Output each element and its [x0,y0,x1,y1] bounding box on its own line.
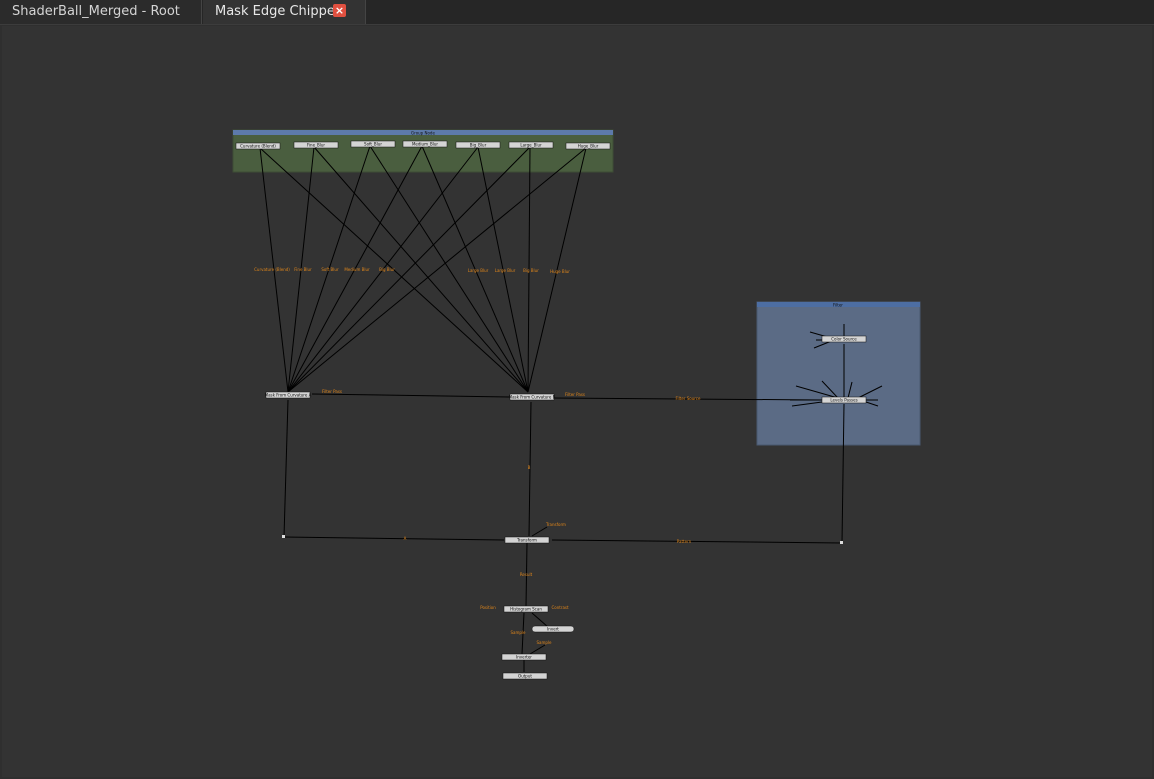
wire-label: Large Blur [468,268,489,273]
node-label: Output [518,674,532,679]
node-curvature-blend[interactable]: Curvature (Blend) [235,142,281,150]
node-label: Medium_Blur [412,142,438,147]
node-label: Color Source [831,337,857,342]
wire-label-mask-b: Filter Pass [565,392,585,397]
node-inverter[interactable]: Inverter [501,653,547,661]
node-label: Fine_Blur [307,143,326,148]
reroute-dot-left[interactable] [282,535,285,538]
node-label: Transform [516,538,537,543]
node-mask-b[interactable]: Mask From Curvature B [509,393,556,401]
reroute-dot-right[interactable] [840,541,843,544]
node-fine-blur[interactable]: Fine_Blur [293,141,339,149]
wire-label: Fine Blur [294,267,312,272]
graph-svg: Group Node Filter [232,129,921,680]
frame-filter[interactable]: Filter [756,301,921,446]
node-large-blur[interactable]: Large_Blur [508,141,554,149]
close-icon[interactable]: × [333,4,346,17]
wire-label: Medium Blur [344,267,370,272]
node-label: Big_Blur [470,143,487,148]
wire-label-a: A [404,536,407,541]
wire-label-sample2: Sample [537,640,553,645]
wire-label: Big Blur [379,267,395,272]
node-label: Inverter [516,655,532,660]
node-invert[interactable]: Invert [531,625,575,633]
group-nodes: Curvature (Blend) Fine_Blur Soft_Blur Me… [235,140,611,150]
wire-label: Curvature (Blend) [254,267,290,272]
node-color-source[interactable]: Color Source [821,335,867,343]
node-graph-canvas[interactable]: Group Node Filter [2,26,1152,777]
wire-label-result: Result [520,572,533,577]
tab-label: ShaderBall_Merged - Root [12,4,180,19]
frame-group[interactable]: Group Node [232,129,614,173]
node-soft-blur[interactable]: Soft_Blur [350,140,396,148]
frame-filter-title: Filter [833,303,843,308]
tab-shaderball-root[interactable]: ShaderBall_Merged - Root [0,0,202,24]
node-label: Invert [547,627,559,632]
wire-label-contrast: Contrast [551,605,569,610]
wire-label-pattern: Pattern [677,539,692,544]
wire-label-mask-a: Filter Pass [322,389,342,394]
tab-mask-edge-chipped[interactable]: Mask Edge Chipped × [203,0,366,24]
wire-label: Huge Blur [550,269,570,274]
node-label: Curvature (Blend) [240,144,276,149]
wire-label: Large Blur [495,268,516,273]
wire-label-b: B [528,465,531,470]
wires [259,145,883,672]
wire-label-position: Position [480,605,496,610]
tab-bar: ShaderBall_Merged - Root Mask Edge Chipp… [0,0,1154,25]
node-levels-passes[interactable]: Levels Passes [821,396,867,404]
node-big-blur[interactable]: Big_Blur [455,141,501,149]
node-output[interactable]: Output [502,672,548,680]
frame-group-title: Group Node [411,130,435,135]
node-label: Mask From Curvature B [509,395,556,400]
wire-label: Big Blur [523,268,539,273]
wire-label-transform: Transform [545,522,566,527]
mid-wire-labels: Curvature (Blend) Fine Blur Soft Blur Me… [254,267,570,274]
node-mask-a[interactable]: Mask From Curvature A [265,391,312,399]
node-label: Histogram Scan [510,607,542,612]
node-transform[interactable]: Transform [504,536,550,544]
wire-label: Soft Blur [321,267,339,272]
node-label: Large_Blur [520,143,542,148]
node-label: Huge_Blur [578,144,599,149]
node-label: Soft_Blur [364,142,382,147]
node-huge-blur[interactable]: Huge_Blur [565,142,611,150]
wire-label-sample: Sample [511,630,527,635]
wire-label-filter-link: Filter Source [676,396,701,401]
node-histogram-scan[interactable]: Histogram Scan [503,605,549,613]
tab-label: Mask Edge Chipped [215,4,344,19]
node-medium-blur[interactable]: Medium_Blur [402,140,448,148]
node-label: Mask From Curvature A [265,393,312,398]
node-label: Levels Passes [830,398,857,403]
